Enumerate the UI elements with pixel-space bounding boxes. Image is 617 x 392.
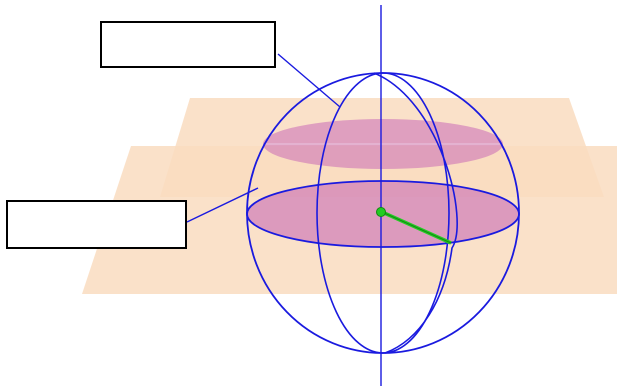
leader-line-top — [277, 53, 341, 108]
leader-line-left — [186, 187, 259, 223]
sphere-center-point — [376, 207, 386, 217]
meridian-front — [373, 72, 458, 354]
label-box-top[interactable] — [100, 21, 276, 68]
label-box-left[interactable] — [6, 200, 187, 249]
radius-segment-edge — [381, 211, 452, 244]
meridian-left — [316, 72, 450, 354]
